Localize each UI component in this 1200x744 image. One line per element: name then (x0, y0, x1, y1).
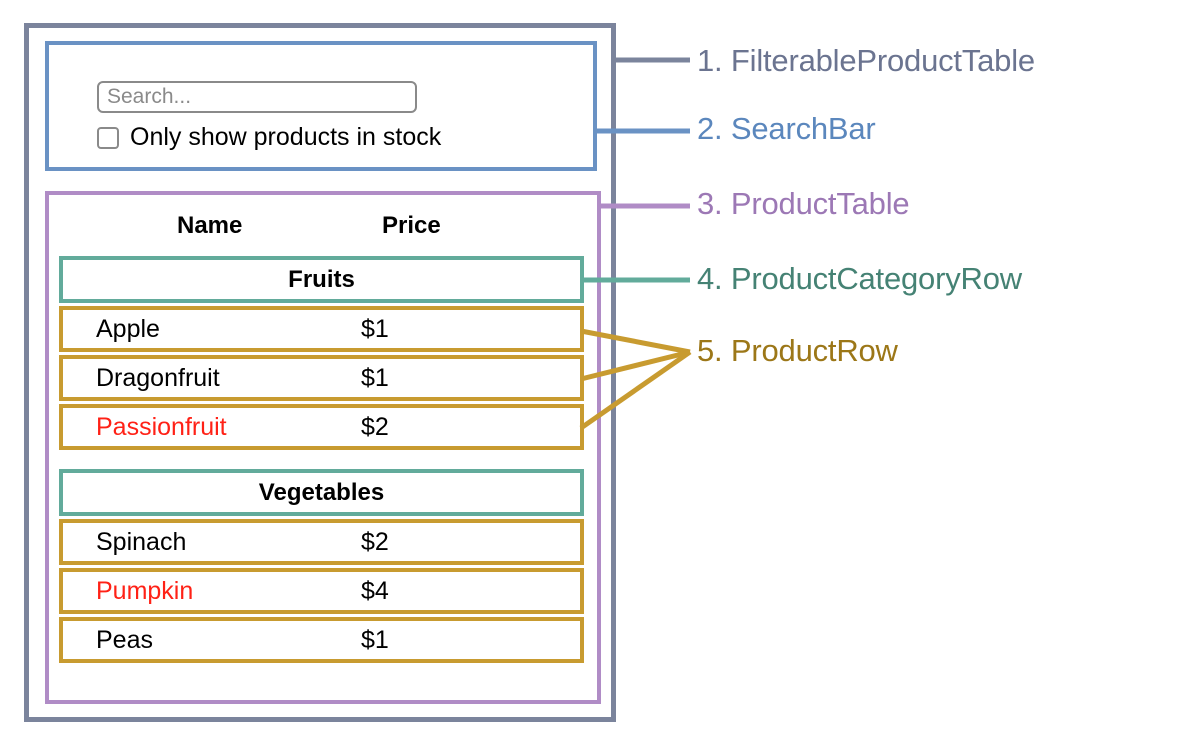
product-price: $1 (361, 625, 389, 654)
legend-item-search-bar: 2. SearchBar (697, 111, 876, 147)
legend-item-product-table: 3. ProductTable (697, 186, 910, 222)
legend-number: 2. (697, 111, 723, 146)
product-price: $1 (361, 363, 389, 392)
in-stock-filter-label: Only show products in stock (130, 123, 442, 151)
product-name: Passionfruit (96, 412, 227, 441)
legend-number: 3. (697, 186, 723, 221)
column-header-name: Name (177, 212, 243, 239)
legend-number: 5. (697, 333, 723, 368)
product-name: Dragonfruit (96, 363, 220, 392)
legend-item-product-row: 5. ProductRow (697, 333, 898, 369)
product-price: $2 (361, 412, 389, 441)
product-row: Dragonfruit $1 (59, 355, 584, 401)
search-input-placeholder: Search... (107, 85, 192, 108)
product-price: $2 (361, 527, 389, 556)
product-price: $1 (361, 314, 389, 343)
column-header-price: Price (382, 212, 441, 239)
legend-label-text: FilterableProductTable (730, 43, 1035, 78)
product-row: Peas $1 (59, 617, 584, 663)
filterable-product-table-container: Search... Only show products in stock Na… (24, 23, 616, 722)
legend-number: 1. (697, 43, 723, 78)
product-table-container: Name Price Fruits Apple $1 Dragonfruit $… (45, 191, 601, 704)
checkbox-icon[interactable] (97, 126, 119, 149)
product-row: Pumpkin $4 (59, 568, 584, 614)
product-category-label: Vegetables (258, 478, 385, 506)
legend-label-text: SearchBar (730, 111, 876, 146)
legend-number: 4. (697, 261, 723, 296)
product-name: Peas (96, 625, 153, 654)
legend-item-product-category-row: 4. ProductCategoryRow (697, 261, 1022, 297)
legend-item-filterable-product-table: 1. FilterableProductTable (697, 43, 1035, 79)
product-table-body: Fruits Apple $1 Dragonfruit $1 Passionfr… (59, 256, 584, 666)
search-input[interactable]: Search... (97, 81, 417, 113)
product-row: Spinach $2 (59, 519, 584, 565)
legend-label-text: ProductTable (730, 186, 910, 221)
search-bar-container: Search... Only show products in stock (45, 41, 597, 171)
product-name: Apple (96, 314, 160, 343)
product-category-row: Vegetables (59, 469, 584, 516)
product-category-label: Fruits (288, 265, 355, 293)
group-spacer (59, 453, 584, 469)
product-category-row: Fruits (59, 256, 584, 303)
product-price: $4 (361, 576, 389, 605)
product-name: Spinach (96, 527, 187, 556)
legend-label-text: ProductRow (730, 333, 898, 368)
product-table-header: Name Price (49, 205, 597, 247)
legend-label-text: ProductCategoryRow (730, 261, 1022, 296)
product-name: Pumpkin (96, 576, 194, 605)
in-stock-filter-row[interactable]: Only show products in stock (97, 123, 441, 152)
product-row: Apple $1 (59, 306, 584, 352)
product-row: Passionfruit $2 (59, 404, 584, 450)
